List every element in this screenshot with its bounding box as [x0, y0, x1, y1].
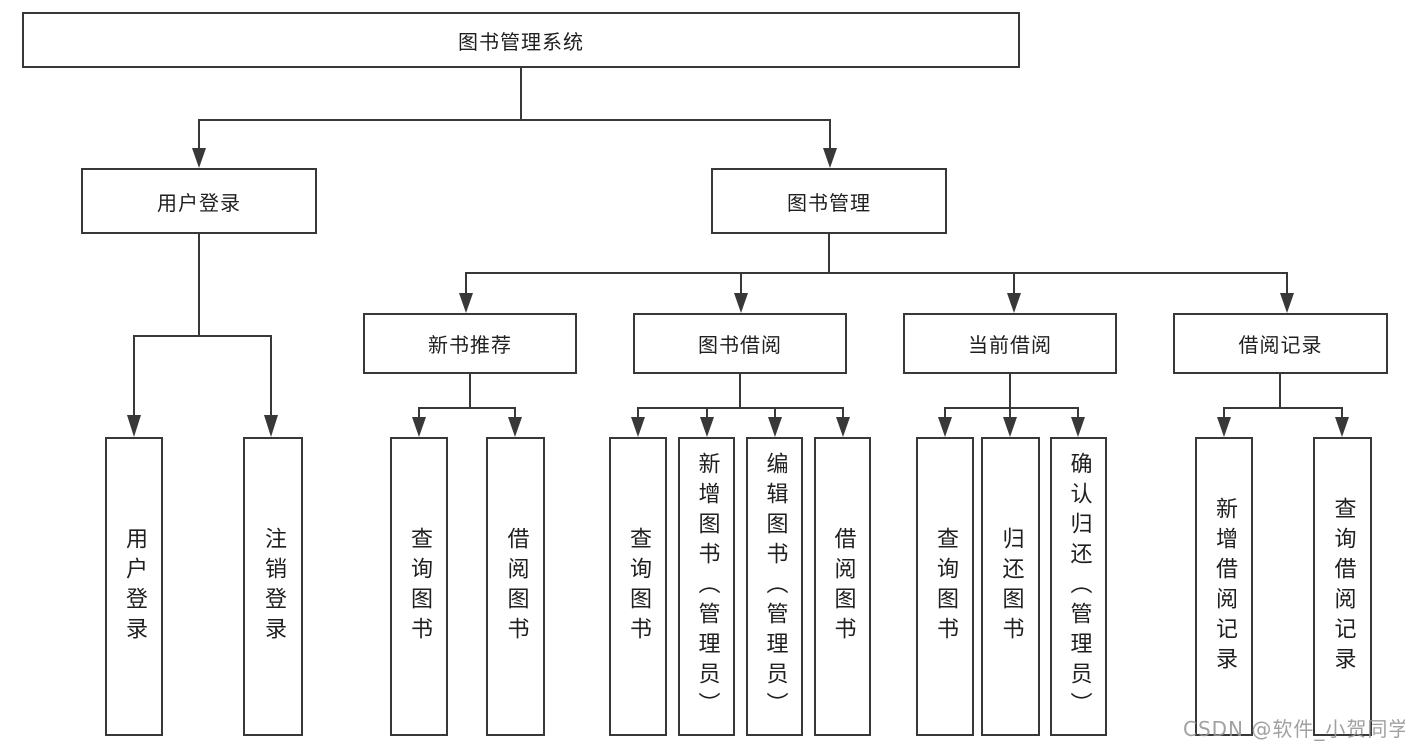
node-leaf-logout: 注销登录 — [243, 437, 303, 736]
leaf-label: 借阅图书 — [503, 526, 529, 647]
node-leaf-cb-query-books: 查询图书 — [916, 437, 974, 736]
leaf-label: 查询图书 — [407, 526, 432, 647]
leaf-label: 借阅图书 — [830, 526, 856, 647]
node-leaf-bb-add-books-admin: 新增图书（管理员） — [678, 437, 735, 736]
node-leaf-nbr-query-books: 查询图书 — [390, 437, 448, 736]
leaf-label: 编辑图书（管理员） — [762, 451, 788, 722]
leaf-label: 归还图书 — [998, 526, 1024, 647]
leaf-label: 查询图书 — [933, 526, 958, 647]
leaf-label: 查询借阅记录 — [1330, 496, 1356, 677]
node-book-management: 图书管理 — [711, 168, 947, 234]
node-book-borrow: 图书借阅 — [633, 313, 847, 374]
node-leaf-br-add-record: 新增借阅记录 — [1195, 437, 1253, 736]
csdn-watermark: CSDN @软件_小贺同学 — [1183, 717, 1405, 741]
node-leaf-cb-return-books: 归还图书 — [981, 437, 1040, 736]
leaf-label: 查询图书 — [626, 526, 651, 647]
node-user-login: 用户登录 — [81, 168, 317, 234]
leaf-label: 用户登录 — [122, 526, 147, 647]
node-leaf-cb-confirm-return-admin: 确认归还（管理员） — [1050, 437, 1107, 736]
node-leaf-br-query-record: 查询借阅记录 — [1313, 437, 1372, 736]
node-leaf-bb-query-books: 查询图书 — [609, 437, 667, 736]
node-current-borrow: 当前借阅 — [903, 313, 1117, 374]
node-leaf-bb-borrow-books: 借阅图书 — [814, 437, 871, 736]
node-root: 图书管理系统 — [22, 12, 1020, 68]
node-leaf-bb-edit-books-admin: 编辑图书（管理员） — [746, 437, 803, 736]
node-leaf-nbr-borrow-books: 借阅图书 — [486, 437, 545, 736]
leaf-label: 注销登录 — [261, 526, 286, 647]
leaf-label: 新增图书（管理员） — [694, 451, 720, 722]
leaf-label: 新增借阅记录 — [1212, 496, 1237, 677]
leaf-label: 确认归还（管理员） — [1066, 451, 1092, 722]
node-borrow-records: 借阅记录 — [1173, 313, 1388, 374]
node-leaf-user-login: 用户登录 — [105, 437, 163, 736]
node-new-book-recommend: 新书推荐 — [363, 313, 577, 374]
